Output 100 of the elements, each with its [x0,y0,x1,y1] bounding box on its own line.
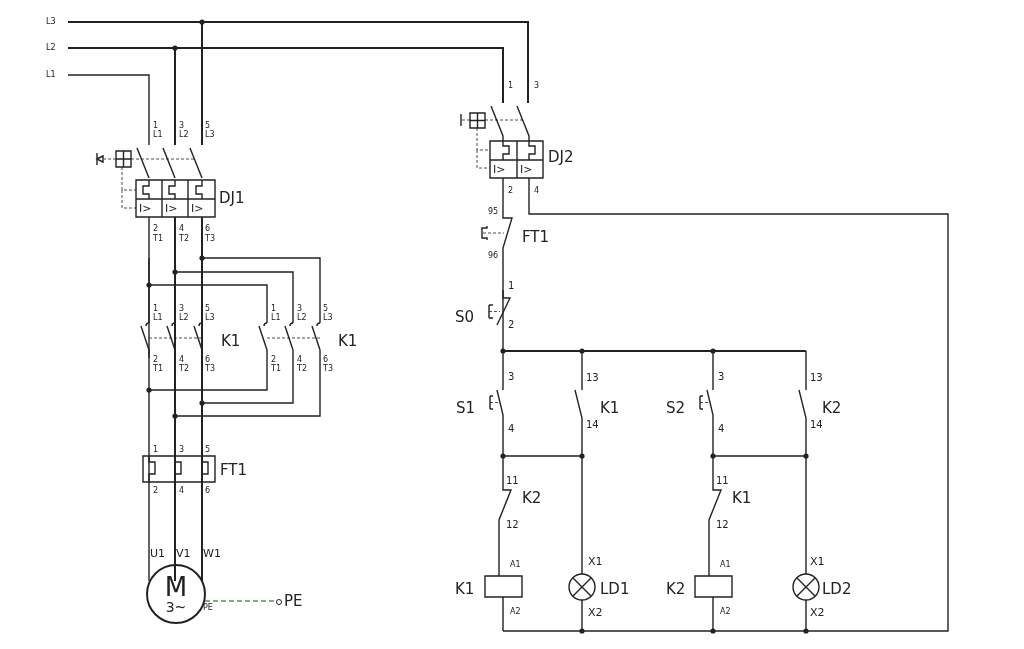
trip-symbol-label: I> [139,202,152,214]
phase-label: 3~ [164,600,188,614]
terminal-number: A1 [510,561,521,569]
terminal-number: L2 [179,131,189,139]
terminal-number: L1 [46,71,56,79]
terminal-number: T2 [179,365,189,373]
device-tag: K2 [522,490,542,506]
terminal-number: 1 [271,305,277,313]
terminal-number: T1 [271,365,281,373]
terminal-number: 2 [153,225,159,233]
terminal-number: 14 [586,420,599,430]
trip-symbol-label: I> [493,163,506,175]
terminal-number: 3 [179,305,185,313]
device-tag: K2 [666,581,686,597]
terminal-number: T3 [323,365,333,373]
terminal-number: W1 [203,547,221,559]
terminal-number: T2 [297,365,307,373]
device-tag: S1 [456,400,476,416]
terminal-number: L2 [179,314,189,322]
terminal-number: 6 [323,356,329,364]
device-tag: K1 [455,581,475,597]
device-tag: K1 [600,400,620,416]
trip-symbol-label: I> [165,202,178,214]
trip-symbol-label: I> [191,202,204,214]
terminal-number: 1 [153,446,159,454]
terminal-number: X2 [588,606,603,618]
device-tag: S2 [666,400,686,416]
terminal-number: PE [203,604,213,612]
terminal-number: 14 [810,420,823,430]
terminal-number: 2 [153,356,159,364]
terminal-number: 3 [718,372,725,382]
terminal-number: 2 [153,487,159,495]
terminal-number: 3 [534,82,540,90]
device-tag: LD1 [600,581,630,597]
terminal-number: 5 [323,305,329,313]
terminal-number: 11 [506,476,519,486]
terminal-number: 2 [508,320,515,330]
terminal-number: X1 [810,555,825,567]
terminal-number: 12 [506,520,519,530]
earth-terminal-label: PE [284,594,303,609]
terminal-number: L3 [205,131,215,139]
device-tag: LD2 [822,581,852,597]
terminal-number: 2 [508,187,514,195]
terminal-number: T3 [205,235,215,243]
device-tag: DJ2 [548,149,574,165]
terminal-number: 4 [508,424,515,434]
terminal-number: 4 [534,187,540,195]
terminal-number: T3 [205,365,215,373]
terminal-number: 3 [179,122,185,130]
device-tag: K1 [732,490,752,506]
motor-symbol-label: M [163,574,189,600]
terminal-number: 6 [205,487,211,495]
terminal-number: L2 [46,44,56,52]
terminal-number: 1 [153,122,159,130]
terminal-number: 2 [271,356,277,364]
device-tag: DJ1 [219,190,245,206]
terminal-number: L3 [323,314,333,322]
device-tag: S0 [455,309,475,325]
terminal-number: L1 [153,314,163,322]
terminal-number: 3 [179,446,185,454]
terminal-number: L1 [153,131,163,139]
terminal-number: T2 [179,235,189,243]
terminal-number: A2 [720,608,731,616]
device-tag: K1 [221,333,241,349]
terminal-number: 4 [179,356,185,364]
terminal-number: 13 [810,373,823,383]
terminal-number: 95 [488,208,499,216]
terminal-number: X1 [588,555,603,567]
terminal-number: L1 [271,314,281,322]
terminal-number: X2 [810,606,825,618]
terminal-number: L3 [46,18,56,26]
terminal-number: L2 [297,314,307,322]
device-tag: K2 [822,400,842,416]
terminal-number: 1 [508,82,514,90]
terminal-number: 12 [716,520,729,530]
terminal-number: 11 [716,476,729,486]
terminal-number: 3 [508,372,515,382]
device-tag: FT1 [522,229,550,245]
terminal-number: A2 [510,608,521,616]
terminal-number: 6 [205,225,211,233]
terminal-number: 96 [488,252,499,260]
terminal-number: 4 [179,225,185,233]
terminal-number: 5 [205,122,211,130]
terminal-number: 5 [205,446,211,454]
device-tag: FT1 [220,462,248,478]
terminal-number: 6 [205,356,211,364]
terminal-number: 1 [153,305,159,313]
terminal-number: T1 [153,235,163,243]
terminal-number: 4 [297,356,303,364]
terminal-number: 5 [205,305,211,313]
device-tag: K1 [338,333,358,349]
terminal-number: 4 [179,487,185,495]
terminal-number: 4 [718,424,725,434]
trip-symbol-label: I> [520,163,533,175]
terminal-number: L3 [205,314,215,322]
terminal-number: T1 [153,365,163,373]
terminal-number: A1 [720,561,731,569]
terminal-number: 3 [297,305,303,313]
terminal-number: 1 [508,281,515,291]
terminal-number: 13 [586,373,599,383]
